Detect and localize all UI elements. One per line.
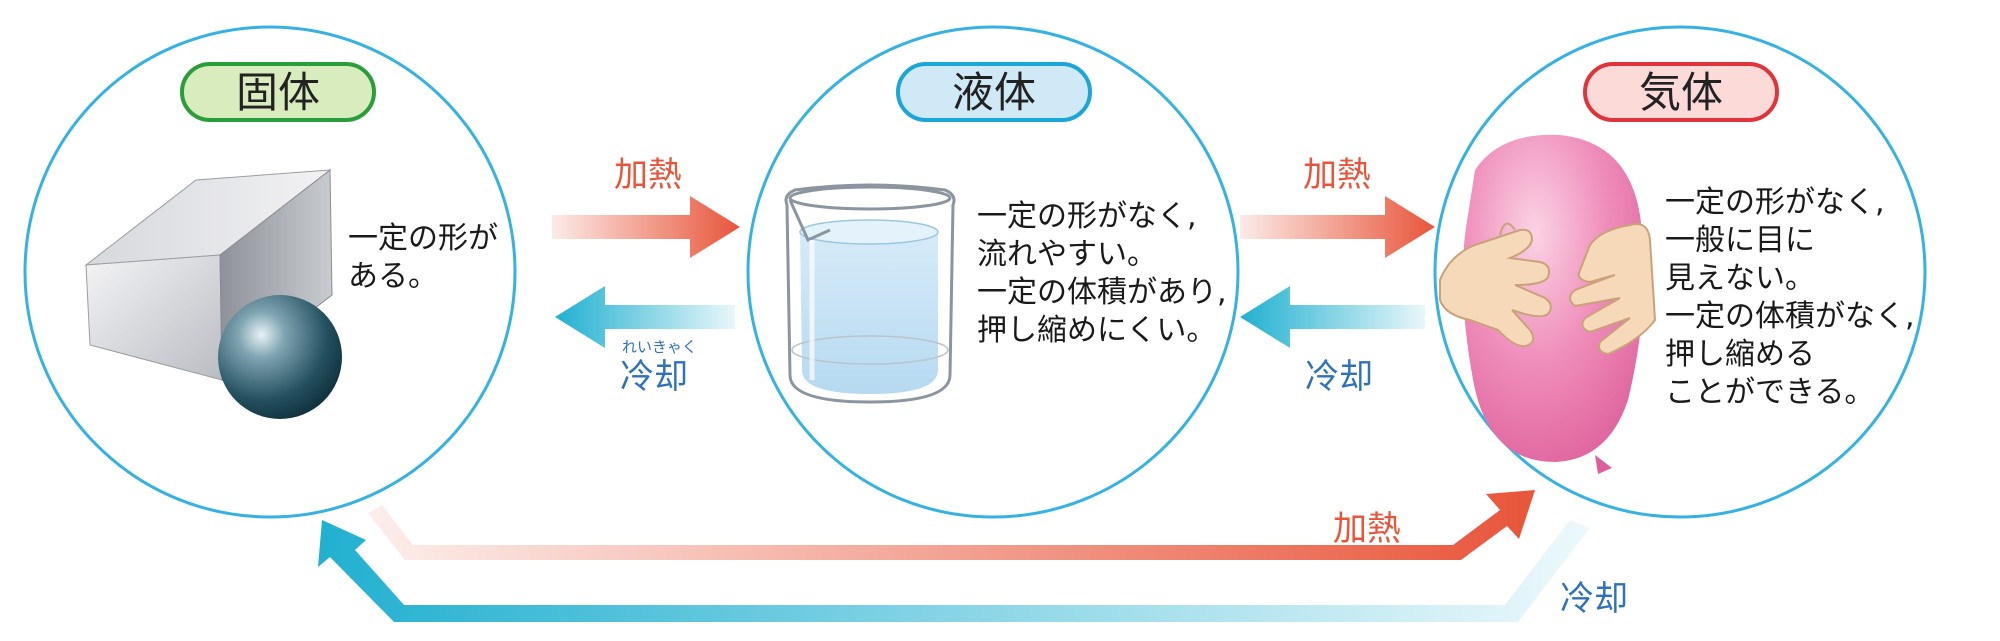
gas-title: 気体 xyxy=(1639,68,1723,117)
beaker-illustration xyxy=(784,183,956,404)
metal-ball-illustration xyxy=(218,295,342,419)
solid-to-gas-label: 加熱 xyxy=(1333,509,1401,549)
description-line: ある。 xyxy=(348,259,438,294)
metal-block-illustration xyxy=(84,168,333,382)
gas-to-liquid-cool-arrow xyxy=(1240,286,1425,348)
description-line: 一定の体積がなく, xyxy=(1665,299,1915,334)
description-line: 見えない。 xyxy=(1665,261,1815,296)
description-line: 押し縮めにくい。 xyxy=(977,313,1216,348)
liquid-to-solid-ruby: れいきゃく xyxy=(622,338,697,356)
solid-to-liquid-heat-arrow xyxy=(552,196,740,258)
liquid-to-solid-label: 冷却 xyxy=(620,357,688,397)
solid-description: 一定の形が ある。 xyxy=(348,221,498,294)
gas-title-pill: 気体 xyxy=(1583,62,1779,122)
gas-to-liquid-label: 冷却 xyxy=(1305,357,1373,397)
liquid-description: 一定の形がなく, 流れやすい。 一定の体積があり, 押し縮めにくい。 xyxy=(977,199,1227,348)
solid-to-liquid-label: 加熱 xyxy=(614,155,682,195)
liquid-title-pill: 液体 xyxy=(896,62,1092,122)
description-line: 一定の形が xyxy=(348,221,498,256)
solid-to-gas-heat-arrow xyxy=(368,490,1535,560)
left-hand-illustration xyxy=(1439,222,1552,348)
liquid-to-gas-label: 加熱 xyxy=(1303,155,1371,195)
description-line: 一定の形がなく, xyxy=(1665,185,1885,220)
description-line: 一定の体積があり, xyxy=(977,275,1227,310)
description-line: 一般に目に xyxy=(1665,223,1815,258)
gas-to-solid-label: 冷却 xyxy=(1560,579,1628,619)
gas-description: 一定の形がなく, 一般に目に 見えない。 一定の体積がなく, 押し縮める ことが… xyxy=(1665,185,1915,410)
liquid-to-gas-heat-arrow xyxy=(1240,196,1435,258)
solid-title-pill: 固体 xyxy=(180,62,376,122)
right-hand-illustration xyxy=(1569,223,1657,356)
description-line: 押し縮める xyxy=(1665,337,1815,372)
liquid-to-solid-cool-arrow xyxy=(555,286,735,348)
balloon-illustration xyxy=(1462,134,1644,474)
liquid-circle xyxy=(746,25,1240,519)
liquid-title: 液体 xyxy=(952,68,1036,117)
description-line: 流れやすい。 xyxy=(977,237,1157,272)
description-line: 一定の形がなく, xyxy=(977,199,1197,234)
description-line: ことができる。 xyxy=(1665,375,1874,410)
solid-title: 固体 xyxy=(236,68,320,117)
gas-to-solid-cool-arrow xyxy=(318,520,1590,622)
